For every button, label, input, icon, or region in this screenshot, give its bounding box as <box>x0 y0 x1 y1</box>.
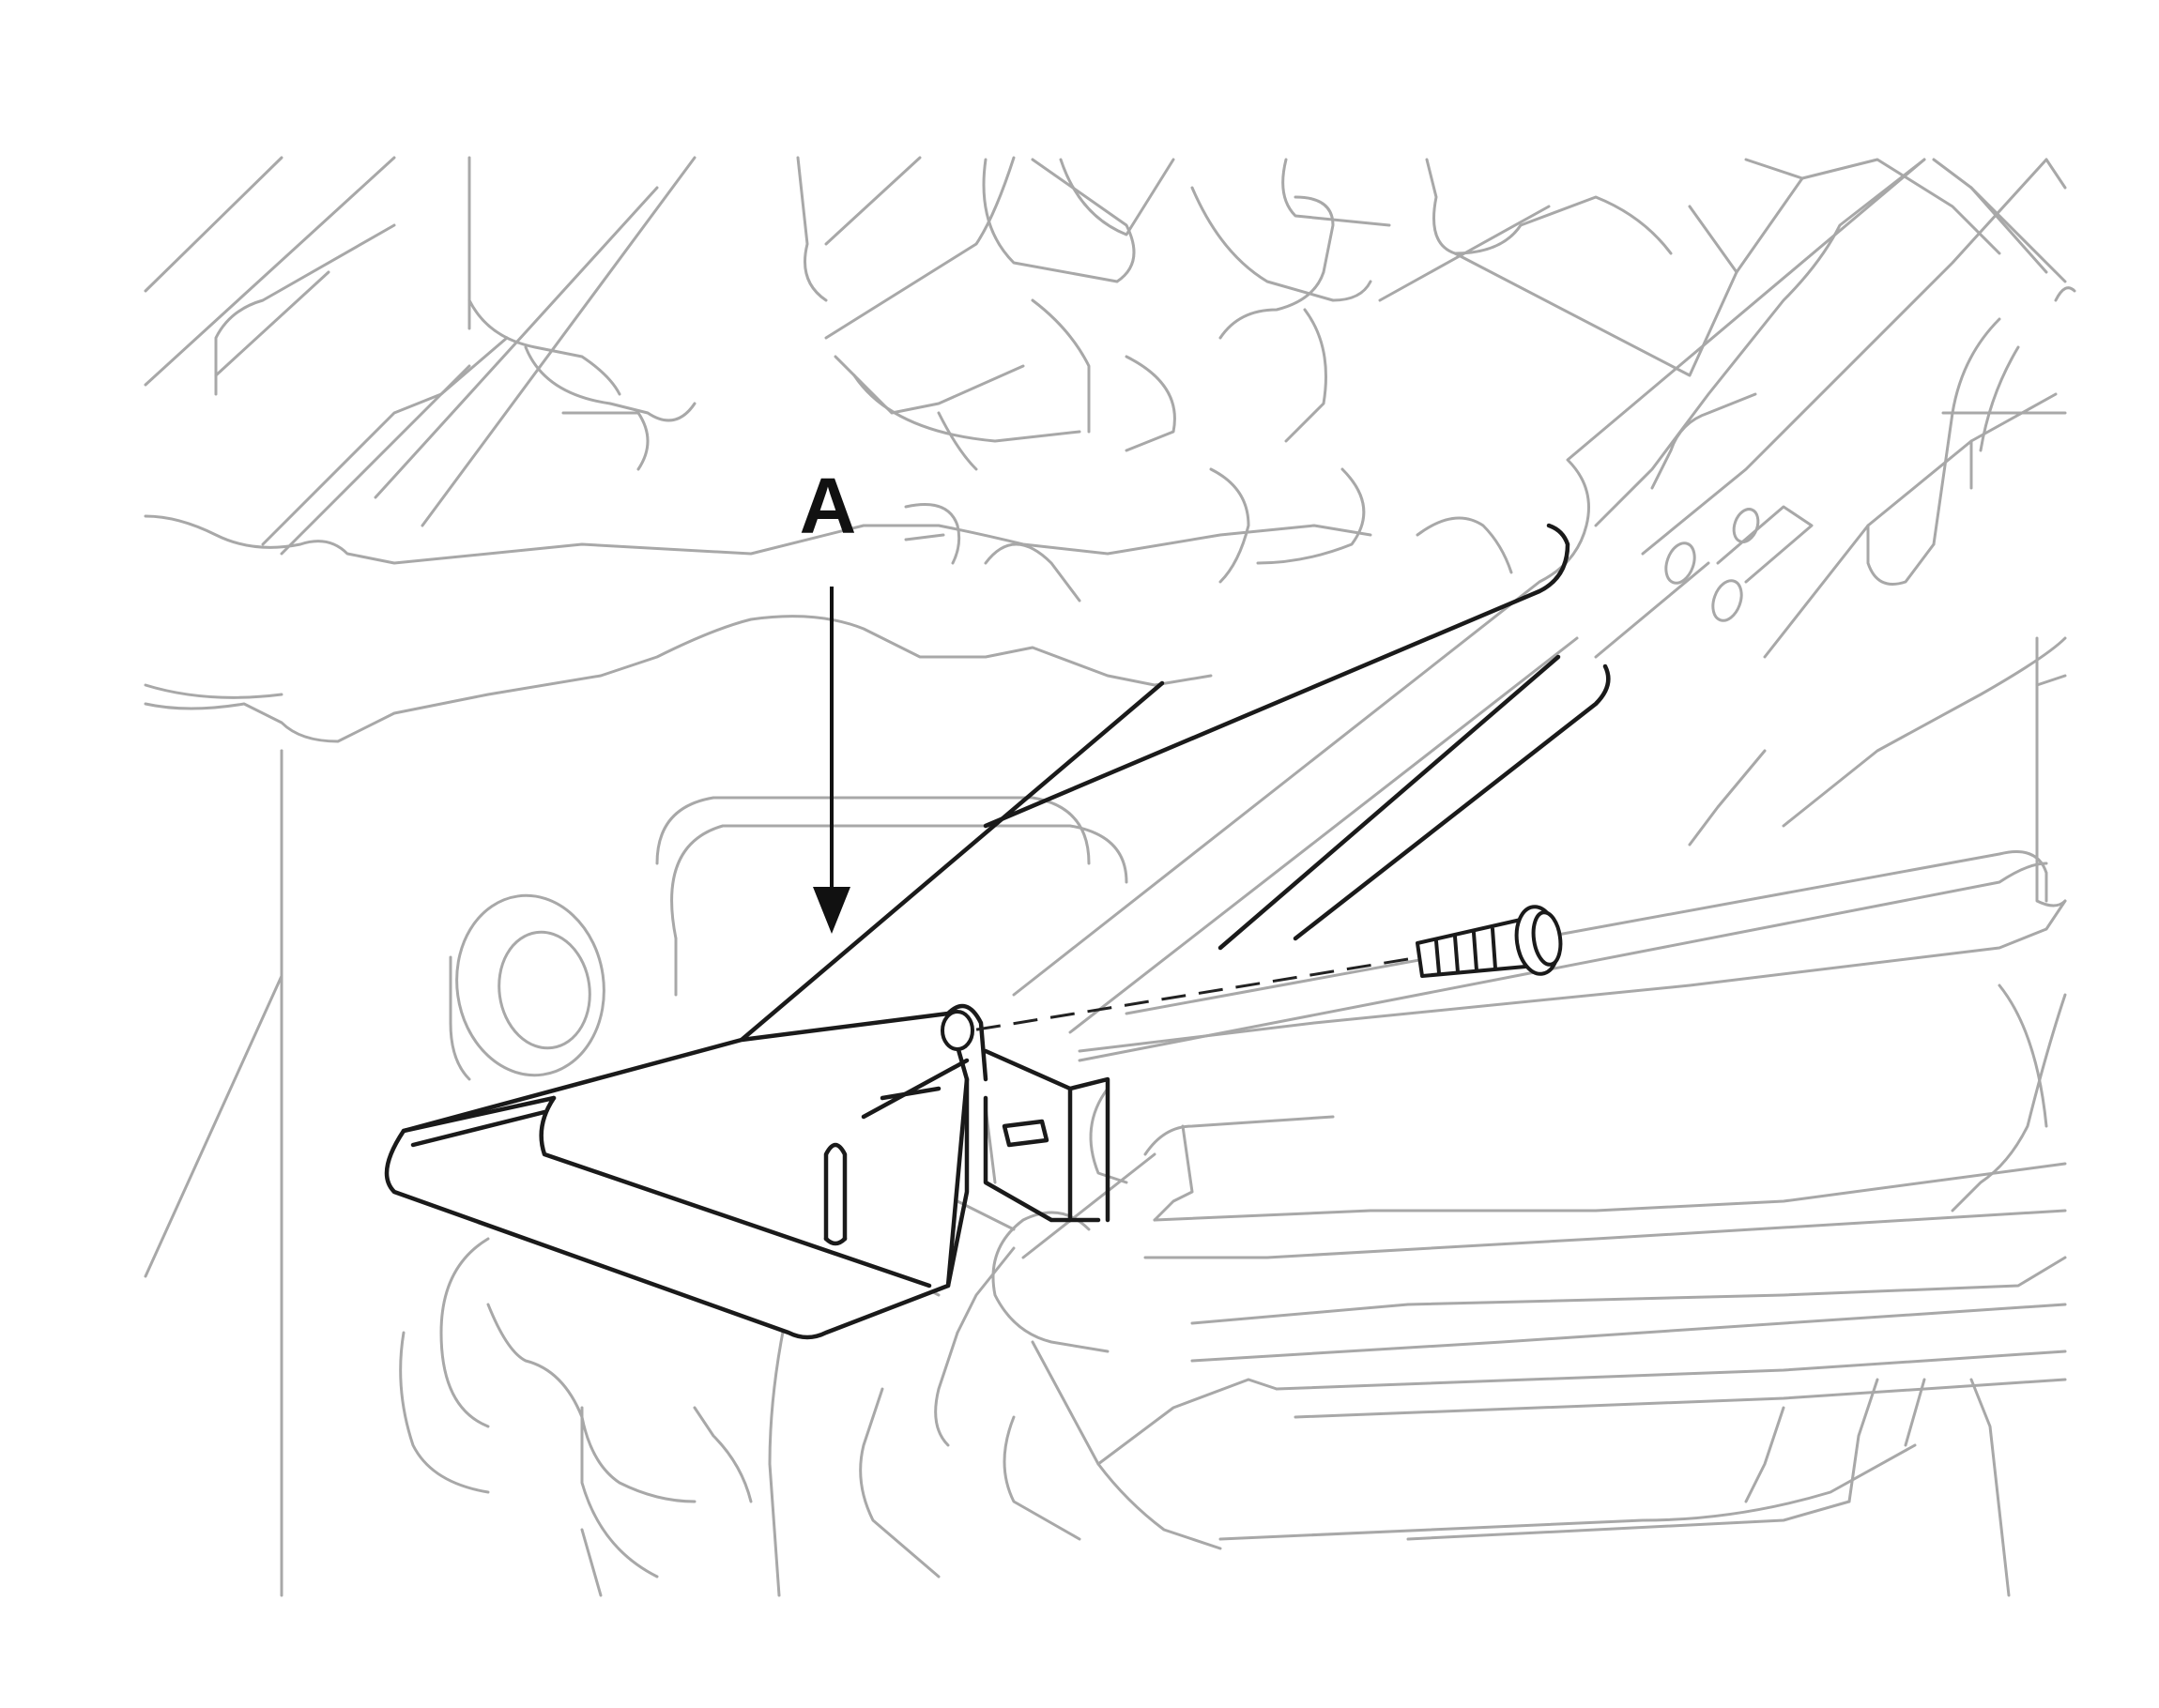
bolt-hole <box>941 1010 974 1051</box>
rotation-marks <box>904 503 1513 574</box>
bracket-part <box>384 523 1611 1340</box>
callout-label-a: A <box>799 462 857 550</box>
bolt <box>1416 905 1563 978</box>
callout-a-leader <box>813 587 850 934</box>
background-structure <box>144 156 2076 1597</box>
